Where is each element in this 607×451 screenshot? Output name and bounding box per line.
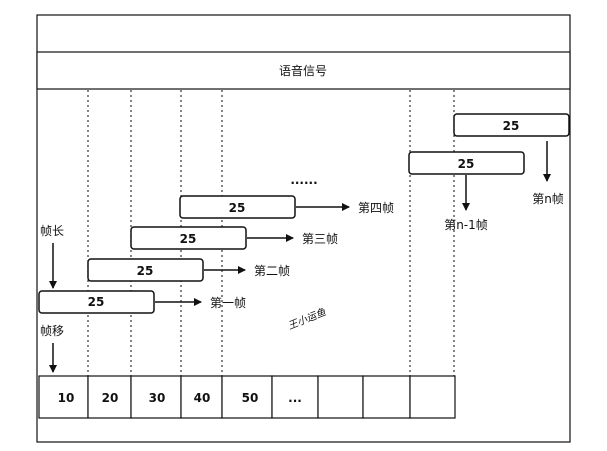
frame-n-value: 25 [503, 119, 520, 133]
frame-1-value: 25 [88, 295, 105, 309]
frame-4-value: 25 [229, 201, 246, 215]
signal-title: 语音信号 [279, 63, 327, 78]
axis-cell-label: 50 [242, 391, 259, 405]
axis-cell-label: 10 [58, 391, 75, 405]
axis-cell [409, 375, 456, 419]
watermark: 王小运鱼 [286, 306, 328, 332]
axis-cell-label: 20 [102, 391, 119, 405]
frame-4-box [179, 195, 296, 219]
frame-3-label: 第三帧 [302, 232, 338, 246]
frame-n-minus-1: 25 第n-1帧 [408, 151, 525, 232]
frame-length-label: 帧长 [40, 224, 64, 238]
frame-2-value: 25 [137, 264, 154, 278]
axis-strip: 10 20 30 40 50 ... [38, 375, 456, 419]
axis-cell [38, 375, 89, 419]
frame-n-label: 第n帧 [532, 192, 564, 206]
axis-cell [221, 375, 273, 419]
frame-2: 25 第二帧 [87, 258, 290, 282]
frame-1-box [38, 290, 155, 314]
frames-ellipsis: ...... [290, 173, 317, 187]
axis-cell [317, 375, 364, 419]
frame-3: 25 第三帧 [130, 226, 338, 250]
signal-header-band [36, 51, 571, 90]
frame-1-label: 第一帧 [210, 296, 246, 310]
frame-2-box [87, 258, 204, 282]
frame-2-label: 第二帧 [254, 264, 290, 278]
frame-1: 25 第一帧 [38, 290, 246, 314]
axis-cell [362, 375, 411, 419]
frame-4-label: 第四帧 [358, 201, 394, 215]
frame-n-minus-1-label: 第n-1帧 [444, 218, 488, 232]
outer-frame [36, 14, 571, 443]
axis-cell-label: 30 [149, 391, 166, 405]
axis-cell [180, 375, 223, 419]
frame-n: 25 第n帧 [453, 113, 570, 206]
axis-cell [130, 375, 182, 419]
frame-n-minus-1-box [408, 151, 525, 175]
axis-cell-label: ... [288, 391, 302, 405]
frame-3-value: 25 [180, 232, 197, 246]
frame-shift-label: 帧移 [40, 324, 64, 338]
axis-cell-label: 40 [194, 391, 211, 405]
frame-n-minus-1-value: 25 [458, 157, 475, 171]
frame-4: 25 第四帧 [179, 195, 394, 219]
frame-n-box [453, 113, 570, 137]
frame-3-box [130, 226, 247, 250]
